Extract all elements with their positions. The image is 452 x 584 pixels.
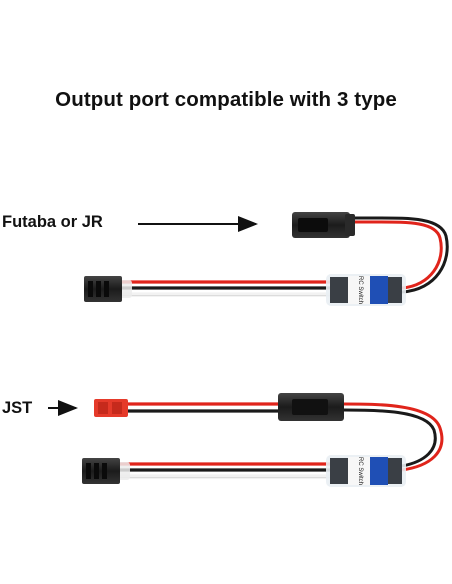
- label-futaba-jr: Futaba or JR: [2, 213, 103, 231]
- servo-plug: [84, 276, 122, 302]
- switch-module: RC Switch: [326, 274, 406, 306]
- module-sticker: RC Switch: [357, 276, 363, 304]
- label-jst: JST: [2, 399, 33, 417]
- servo-plug-2: [82, 458, 120, 484]
- jst-connector: [94, 399, 128, 417]
- cable-jst: RC Switch: [82, 393, 444, 487]
- futaba-inline-connector: [278, 393, 344, 421]
- cable-futaba: RC Switch: [84, 212, 449, 306]
- module-sticker-2: RC Switch: [357, 457, 363, 485]
- switch-module-2: RC Switch: [326, 455, 406, 487]
- headline: Output port compatible with 3 type: [55, 88, 397, 111]
- futaba-connector: [292, 212, 355, 238]
